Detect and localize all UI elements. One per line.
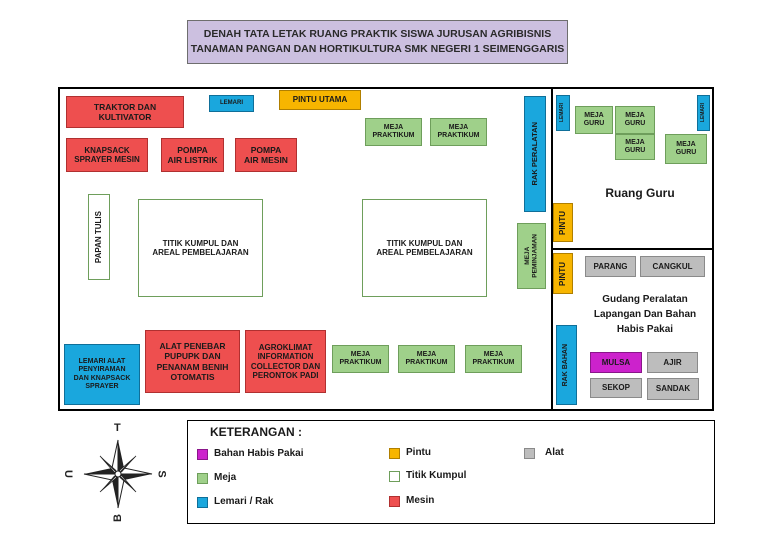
- compass-rose: T B U S: [62, 422, 170, 526]
- ruang-guru-title: Ruang Guru: [605, 186, 675, 200]
- lemari-guru-left[interactable]: LEMARI: [556, 95, 570, 131]
- compass-south-label: B: [111, 514, 124, 522]
- agroklimat-perontok[interactable]: AGROKLIMAT INFORMATION COLLECTOR DAN PER…: [245, 330, 326, 393]
- lemari-top[interactable]: LEMARI: [209, 95, 254, 112]
- parang[interactable]: PARANG: [585, 256, 636, 277]
- titik-kumpul-1[interactable]: TITIK KUMPUL DAN AREAL PEMBELAJARAN: [138, 199, 263, 297]
- meja-peminjaman-label: MEJA PEMINJAMAN: [523, 234, 539, 278]
- pintu-gudang[interactable]: PINTU: [553, 253, 573, 294]
- compass-west-label: U: [61, 470, 74, 478]
- legend-swatch: [197, 497, 208, 508]
- pintu-utama[interactable]: PINTU UTAMA: [279, 90, 361, 110]
- traktor-kultivator[interactable]: TRAKTOR DAN KULTIVATOR: [66, 96, 184, 128]
- room-divider-horizontal: [552, 248, 713, 250]
- title-line-1: DENAH TATA LETAK RUANG PRAKTIK SISWA JUR…: [203, 27, 552, 40]
- legend-label: Meja: [214, 472, 237, 483]
- rak-peralatan[interactable]: RAK PERALATAN: [524, 96, 546, 212]
- legend-label: Lemari / Rak: [214, 496, 274, 507]
- papan-tulis-label: PAPAN TULIS: [94, 210, 104, 264]
- legend-swatch: [389, 496, 400, 507]
- knapsack-sprayer-mesin[interactable]: KNAPSACK SPRAYER MESIN: [66, 138, 148, 172]
- meja-praktikum[interactable]: MEJA PRAKTIKUM: [430, 118, 487, 146]
- legend-title: KETERANGAN :: [210, 425, 302, 439]
- pompa-air-listrik[interactable]: POMPA AIR LISTRIK: [161, 138, 224, 172]
- pintu-ruang-guru[interactable]: PINTU: [553, 203, 573, 242]
- meja-guru[interactable]: MEJA GURU: [615, 134, 655, 160]
- compass-north-label: T: [114, 422, 121, 434]
- titik-kumpul-2[interactable]: TITIK KUMPUL DAN AREAL PEMBELAJARAN: [362, 199, 487, 297]
- legend-label: Mesin: [406, 495, 435, 506]
- compass-star-icon: [83, 439, 153, 509]
- floor-plan-outline: [58, 87, 714, 411]
- meja-guru[interactable]: MEJA GURU: [665, 134, 707, 164]
- gudang-title: Gudang Peralatan Lapangan Dan Bahan Habi…: [593, 294, 697, 335]
- meja-guru[interactable]: MEJA GURU: [575, 106, 613, 134]
- legend-swatch: [197, 473, 208, 484]
- meja-praktikum[interactable]: MEJA PRAKTIKUM: [465, 345, 522, 373]
- legend-swatch: [197, 449, 208, 460]
- sekop[interactable]: SEKOP: [590, 378, 642, 398]
- title-line-2: TANAMAN PANGAN DAN HORTIKULTURA SMK NEGE…: [190, 43, 565, 55]
- meja-praktikum[interactable]: MEJA PRAKTIKUM: [365, 118, 422, 146]
- legend-swatch: [524, 448, 535, 459]
- legend-label: Titik Kumpul: [406, 470, 467, 481]
- rak-peralatan-label: RAK PERALATAN: [529, 122, 539, 186]
- papan-tulis[interactable]: PAPAN TULIS: [88, 194, 110, 280]
- mulsa[interactable]: MULSA: [590, 352, 642, 373]
- lemari-label: LEMARI: [699, 103, 706, 123]
- cangkul[interactable]: CANGKUL: [640, 256, 705, 277]
- alat-penebar-pupuk[interactable]: ALAT PENEBAR PUPUPK DAN PENANAM BENIH OT…: [145, 330, 240, 393]
- pompa-air-mesin[interactable]: POMPA AIR MESIN: [235, 138, 297, 172]
- legend-label: Alat: [545, 447, 564, 458]
- lemari-label: LEMARI: [559, 103, 566, 123]
- legend-swatch: [389, 448, 400, 459]
- legend-label: Pintu: [406, 447, 431, 458]
- sandak[interactable]: SANDAK: [647, 378, 699, 400]
- lemari-guru-right[interactable]: LEMARI: [697, 95, 710, 131]
- legend: KETERANGAN : Bahan Habis Pakai Meja Lema…: [187, 420, 715, 524]
- rak-bahan[interactable]: RAK BAHAN: [556, 325, 577, 405]
- pintu-label: PINTU: [558, 261, 568, 286]
- ajir[interactable]: AJIR: [647, 352, 698, 373]
- lemari-alat-penyiraman[interactable]: LEMARI ALAT PENYIRAMAN DAN KNAPSACK SPRA…: [64, 344, 140, 405]
- legend-label: Bahan Habis Pakai: [214, 448, 304, 459]
- legend-swatch: [389, 471, 400, 482]
- meja-guru[interactable]: MEJA GURU: [615, 106, 655, 134]
- pintu-label: PINTU: [558, 210, 568, 235]
- page-title: DENAH TATA LETAK RUANG PRAKTIK SISWA JUR…: [187, 20, 568, 64]
- meja-praktikum[interactable]: MEJA PRAKTIKUM: [398, 345, 455, 373]
- rak-bahan-label: RAK BAHAN: [562, 343, 570, 387]
- meja-peminjaman[interactable]: MEJA PEMINJAMAN: [517, 223, 546, 289]
- compass-east-label: S: [155, 470, 168, 478]
- meja-praktikum[interactable]: MEJA PRAKTIKUM: [332, 345, 389, 373]
